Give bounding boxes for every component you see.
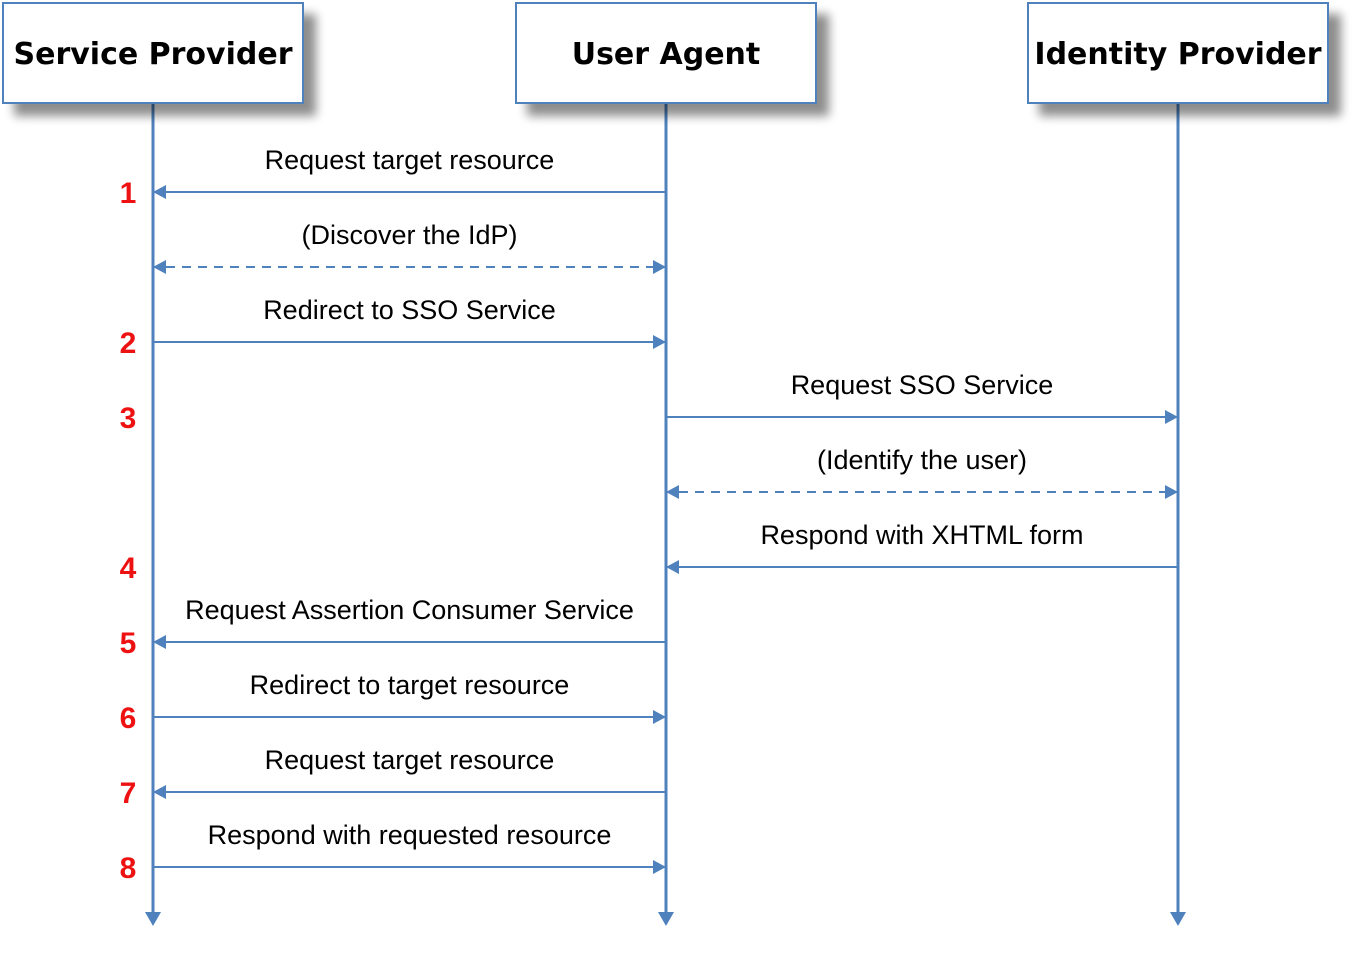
step-number: 5 [120,627,137,660]
actor-label: Service Provider [13,37,292,72]
actor-box [1027,2,1329,104]
message-label: Request Assertion Consumer Service [185,595,634,625]
arrowhead [653,260,666,274]
message-label: Respond with XHTML form [760,520,1083,550]
message-label: (Discover the IdP) [301,220,517,250]
arrowhead [666,485,679,499]
actor-box [2,2,304,104]
message-1: Request target resource 1 [120,145,666,210]
arrowhead [153,635,166,649]
step-number: 3 [120,402,137,435]
message-9: Request target resource 7 [120,745,666,810]
arrowhead [1165,485,1178,499]
lifeline-end-arrow [658,912,674,926]
actor-box [515,2,817,104]
message-label: Redirect to target resource [250,670,570,700]
step-number: 7 [120,777,137,810]
step-number: 1 [120,177,137,210]
step-number: 6 [120,702,137,735]
message-10: Respond with requested resource 8 [120,820,666,885]
actor-sp: Service Provider [2,2,304,104]
actor-label: Identity Provider [1034,37,1321,72]
lifeline-end-arrow [1170,912,1186,926]
arrowhead [653,335,666,349]
lifeline-end-arrow [145,912,161,926]
arrowhead [666,560,679,574]
lifelines [145,103,1186,926]
actor-label: User Agent [572,37,761,72]
messages: Request target resource 1 (Discover the Id… [120,145,1178,885]
step-number: 2 [120,327,137,360]
message-3: Redirect to SSO Service 2 [120,295,666,360]
message-4: Request SSO Service 3 [120,370,1178,435]
message-7: Request Assertion Consumer Service 5 [120,595,666,660]
arrowhead [153,185,166,199]
message-label: Redirect to SSO Service [263,295,556,325]
message-label: Request target resource [265,745,555,775]
message-5: (Identify the user) [666,445,1178,499]
message-label: (Identify the user) [817,445,1027,475]
message-label: Request target resource [265,145,555,175]
step-number: 8 [120,852,137,885]
arrowhead [153,260,166,274]
actor-ua: User Agent [515,2,817,104]
arrowhead [1165,410,1178,424]
message-8: Redirect to target resource 6 [120,670,666,735]
message-2: (Discover the IdP) [153,220,666,274]
arrowhead [153,785,166,799]
step-number: 4 [120,552,137,585]
actors: Service Provider User Agent Identity Provi… [2,2,1329,104]
message-label: Request SSO Service [791,370,1054,400]
actor-idp: Identity Provider [1027,2,1329,104]
arrowhead [653,860,666,874]
message-6: Respond with XHTML form 4 [120,520,1178,585]
message-label: Respond with requested resource [208,820,612,850]
arrowhead [653,710,666,724]
